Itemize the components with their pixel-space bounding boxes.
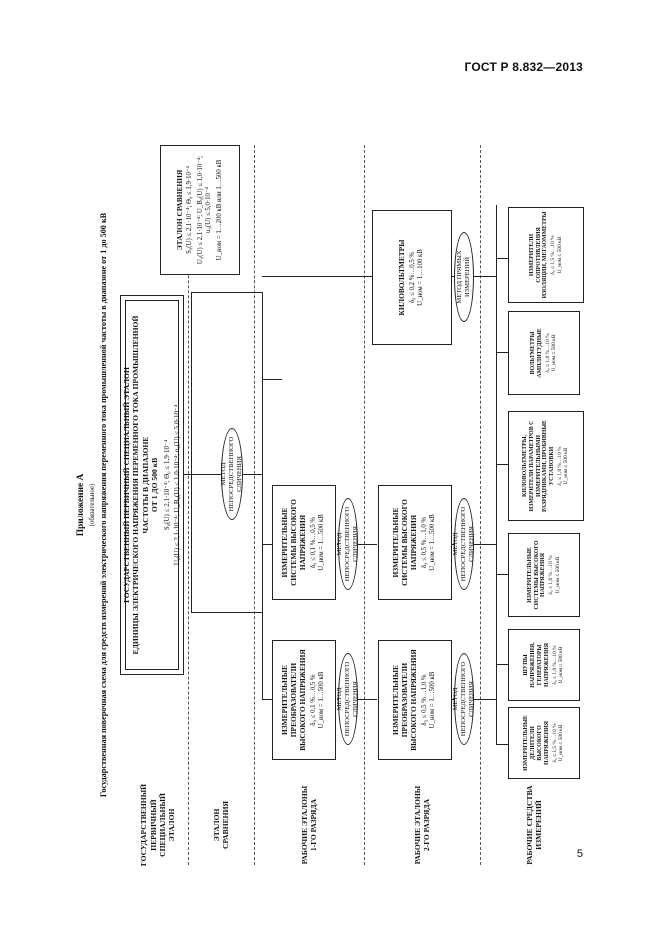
comparison-standard-box: ЭТАЛОН СРАВНЕНИЯ S₀(U) ≤ 2,1·10⁻⁴; Θ₀ ≤ …: [160, 145, 240, 275]
verification-scheme-diagram: Приложение А (обязательное) Государствен…: [70, 145, 590, 867]
primary-standard-title: ГОСУДАРСТВЕННЫЙ ПЕРВИЧНЫЙ СПЕЦИАЛЬНЫЙ ЭТ…: [121, 315, 160, 655]
comparison-standard-title: ЭТАЛОН СРАВНЕНИЯ: [174, 169, 184, 251]
row-separator: [254, 145, 255, 865]
scheme-title: Государственная поверочная схема для сре…: [99, 212, 108, 798]
working-box-insulation-meters: ИЗМЕРИТЕЛИ СОПРОТИВЛЕНИЯ ИЗОЛЯЦИИ, МЕГАО…: [508, 207, 584, 303]
working-box-voltage-dividers: ИЗМЕРИТЕЛЬНЫЕ ДЕЛИТЕЛИ ВЫСОКОГО НАПРЯЖЕН…: [508, 707, 580, 779]
row-label-comparison: ЭТАЛОН СРАВНЕНИЯ: [211, 801, 230, 849]
primary-standard-spec-1: S₀(U) ≤ 2,1·10⁻⁴; Θ₀ ≤ 1,9·10⁻⁴: [162, 439, 171, 531]
row-separator: [480, 145, 481, 865]
method-oval-primary: МЕТОД НЕПОСРЕДСТВЕННОГО СЛИЧЕНИЯ: [220, 428, 243, 520]
working-box-measuring-systems: ИЗМЕРИТЕЛЬНЫЕ СИСТЕМЫ ВЫСОКОГО НАПРЯЖЕНИ…: [508, 533, 580, 617]
working-box-peak-voltmeters: ВОЛЬТМЕТРЫ АМПЛИТУДНЫЕ δ₀ ≤ 1,0 %…10 % U…: [508, 311, 580, 395]
rank2-box-systems: ИЗМЕРИТЕЛЬНЫЕ СИСТЕМЫ ВЫСОКОГО НАПРЯЖЕНИ…: [378, 485, 452, 600]
rank1-box-converters: ИЗМЕРИТЕЛЬНЫЕ ПРЕОБРАЗОВАТЕЛИ ВЫСОКОГО Н…: [272, 640, 336, 760]
method-oval-rank1-right: МЕТОД НЕПОСРЕДСТВЕННОГО СЛИЧЕНИЯ: [336, 498, 359, 590]
row-label-working: РАБОЧИЕ СРЕДСТВА ИЗМЕРЕНИЙ: [524, 785, 543, 865]
comparison-standard-spec-2: U₀(U) ≤ 2,1·10⁻⁴; U_B₀(U) ≤ 1,0·10⁻⁴; u₀…: [196, 155, 213, 265]
comparison-standard-spec-1: S₀(U) ≤ 2,1·10⁻⁴; Θ₀ ≤ 1,9·10⁻⁴: [186, 166, 194, 254]
primary-standard-spec-2: U₀(U) ≤ 2,1·10⁻⁴; U_B₀(U) ≤ 1,0·10⁻⁴; u₀…: [172, 404, 181, 566]
method-oval-direct-measurement: МЕТОД ПРЯМЫХ ИЗМЕРЕНИЙ: [454, 232, 474, 322]
rank1-box-systems: ИЗМЕРИТЕЛЬНЫЕ СИСТЕМЫ ВЫСОКОГО НАПРЯЖЕНИ…: [272, 485, 336, 600]
primary-standard-frame: ГОСУДАРСТВЕННЫЙ ПЕРВИЧНЫЙ СПЕЦИАЛЬНЫЙ ЭТ…: [120, 295, 184, 675]
appendix-mandatory-note: (обязательное): [89, 483, 96, 527]
method-oval-rank2-left: МЕТОД НЕПОСРЕДСТВЕННОГО СЛИЧЕНИЯ: [452, 653, 475, 745]
comparison-standard-spec-3: U_ном = 1…200 кВ или 1…500 кВ: [215, 159, 223, 261]
working-box-probes-generators: ШУПЫ НАПРЯЖЕНИЯ, ГЕНЕРАТОРЫ НАПРЯЖЕНИЯ δ…: [508, 629, 580, 701]
primary-standard-box: ГОСУДАРСТВЕННЫЙ ПЕРВИЧНЫЙ СПЕЦИАЛЬНЫЙ ЭТ…: [121, 300, 181, 670]
rank2-box-converters: ИЗМЕРИТЕЛЬНЫЕ ПРЕОБРАЗОВАТЕЛИ ВЫСОКОГО Н…: [378, 640, 452, 760]
appendix-title: Приложение А: [76, 473, 86, 537]
row-separator: [364, 145, 365, 865]
method-oval-rank2-right: МЕТОД НЕПОСРЕДСТВЕННОГО СЛИЧЕНИЯ: [452, 498, 475, 590]
method-oval-rank1-left: МЕТОД НЕПОСРЕДСТВЕННОГО СЛИЧЕНИЯ: [336, 653, 359, 745]
row-label-rank1: РАБОЧИЕ ЭТАЛОНЫ 1-ГО РАЗРЯДА: [299, 785, 318, 865]
row-label-primary: ГОСУДАРСТВЕННЫЙ ПЕРВИЧНЫЙ СПЕЦИАЛЬНЫЙ ЭТ…: [139, 783, 177, 867]
page-header-standard: ГОСТ Р 8.832—2013: [464, 60, 583, 74]
row-label-rank2: РАБОЧИЕ ЭТАЛОНЫ 2-ГО РАЗРЯДА: [412, 785, 431, 865]
rank2-box-kilovoltmeters: КИЛОВОЛЬТМЕТРЫ δ₀ ≤ 0,2 %…0,5 % U_ном = …: [372, 210, 452, 345]
page-number: 5: [576, 848, 583, 860]
working-box-kilovoltmeters-testers: КИЛОВОЛЬТМЕТРЫ, ИЗМЕРИТЕЛИ ПАРАМЕТРОВ С …: [508, 411, 584, 521]
